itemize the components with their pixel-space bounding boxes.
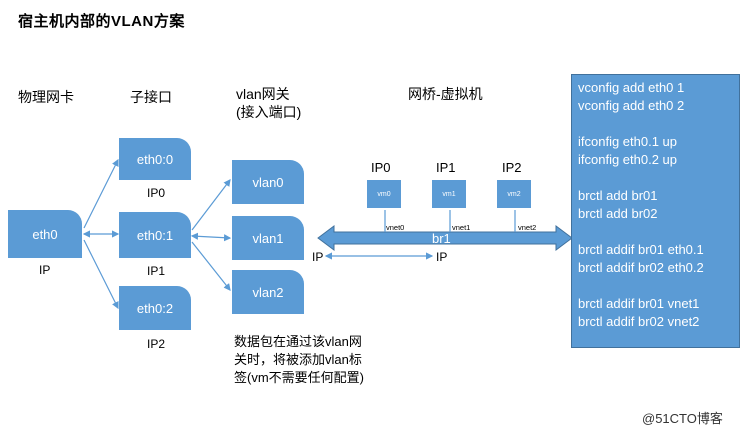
header-vlan-line1: vlan网关 <box>236 86 290 102</box>
node-vlan1: vlan1 <box>232 216 304 260</box>
node-eth0-1: eth0:1 <box>119 212 191 258</box>
command-line: vconfig add eth0 2 <box>578 98 685 113</box>
label-eth0-ip: IP <box>39 263 51 277</box>
label-br1: br1 <box>432 231 451 246</box>
link-eth01-vlan2 <box>191 241 231 291</box>
header-subinterface: 子接口 <box>130 89 172 105</box>
node-vm0: vm0 <box>367 180 401 208</box>
label-eth0-1-ip: IP1 <box>147 264 166 278</box>
note-text: 数据包在通过该vlan网关时，将被添加vlan标签(vm不需要任何配置) <box>234 334 364 385</box>
command-line <box>578 277 739 295</box>
node-eth0-2: eth0:2 <box>119 286 191 330</box>
command-line <box>578 223 739 241</box>
link-eth0-eth02 <box>83 239 119 310</box>
node-vlan0: vlan0 <box>232 160 304 204</box>
command-box: vconfig add eth0 1 vconfig add eth0 2 if… <box>571 74 740 348</box>
command-line: brctl addif br02 vnet2 <box>578 314 700 329</box>
node-vm2: vm2 <box>497 180 531 208</box>
label-vm1-ip: IP1 <box>436 160 456 175</box>
command-line <box>578 115 739 133</box>
header-vlan-line2: (接入端口) <box>236 104 302 120</box>
label-vm2-ip: IP2 <box>502 160 522 175</box>
label-eth0-2-ip: IP2 <box>147 337 166 351</box>
label-bridge-ip-left: IP <box>312 250 324 264</box>
node-vlan2: vlan2 <box>232 270 304 314</box>
link-eth01-vlan1 <box>190 232 232 242</box>
command-line: brctl add br01 <box>578 188 658 203</box>
watermark: @51CTO博客 <box>642 411 723 426</box>
node-eth0: eth0 <box>8 210 82 258</box>
command-line: brctl addif br01 vnet1 <box>578 296 700 311</box>
label-vnet2: vnet2 <box>518 223 537 232</box>
label-vm0-ip: IP0 <box>371 160 391 175</box>
command-line <box>578 169 739 187</box>
label-bridge-ip-right: IP <box>436 250 448 264</box>
command-line: ifconfig eth0.1 up <box>578 134 678 149</box>
link-eth01-vlan0 <box>191 179 231 231</box>
page-title: 宿主机内部的VLAN方案 <box>18 13 185 30</box>
command-line: vconfig add eth0 1 <box>578 80 685 95</box>
label-eth0-0-ip: IP0 <box>147 186 166 200</box>
command-line: brctl addif br01 eth0.1 <box>578 242 704 257</box>
command-line: ifconfig eth0.2 up <box>578 152 678 167</box>
header-bridge-vm: 网桥-虚拟机 <box>408 86 483 102</box>
command-line: brctl add br02 <box>578 206 658 221</box>
label-vnet0: vnet0 <box>386 223 405 232</box>
header-physical-nic: 物理网卡 <box>18 89 74 105</box>
label-vnet1: vnet1 <box>452 223 471 232</box>
node-vm1: vm1 <box>432 180 466 208</box>
link-eth0-eth00 <box>83 158 119 229</box>
command-line: brctl addif br02 eth0.2 <box>578 260 704 275</box>
node-eth0-0: eth0:0 <box>119 138 191 180</box>
